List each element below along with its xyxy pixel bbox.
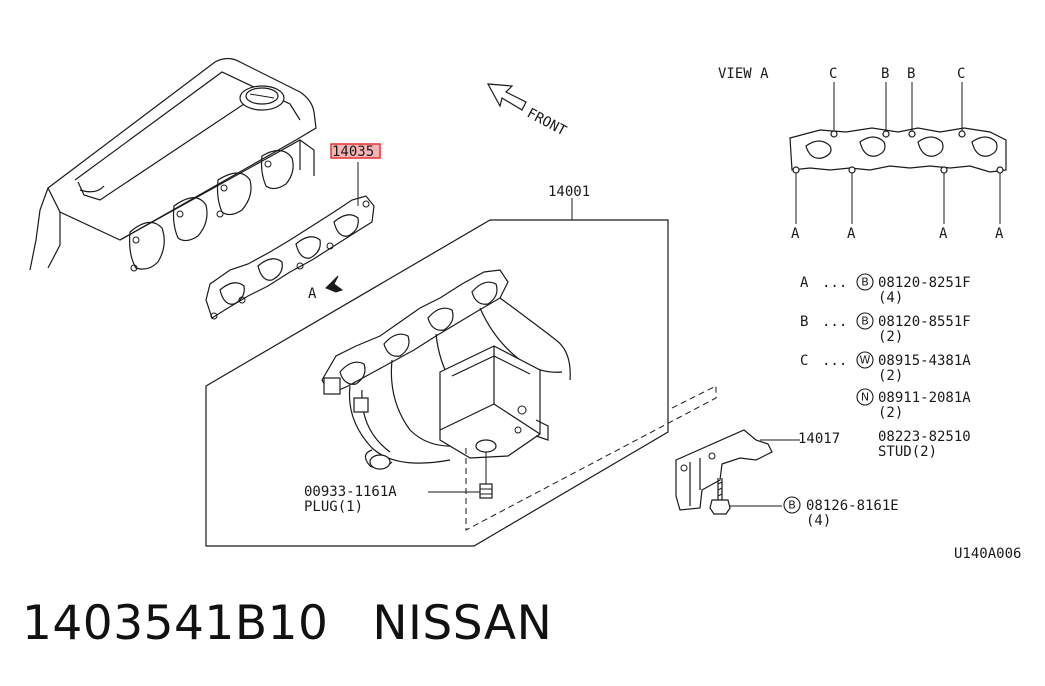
manifold-frame xyxy=(205,198,669,547)
gasket-drawing xyxy=(205,162,375,320)
legend-part-3[interactable]: 08911-2081A xyxy=(878,390,971,406)
engine-head-drawing xyxy=(29,57,317,272)
gasket-part-label[interactable]: 14035 xyxy=(332,144,374,160)
legend-dots-0: ... xyxy=(822,275,847,291)
legend-qty-1: (2) xyxy=(878,329,903,345)
manifold-part-label[interactable]: 14001 xyxy=(548,184,590,200)
stud-part-label[interactable]: 08223-82510 xyxy=(878,429,971,445)
view-a-top-label-2: B xyxy=(907,66,915,82)
view-a-top-markers xyxy=(830,82,966,138)
bolt-qty-label: (4) xyxy=(806,513,831,529)
view-a-title: VIEW A xyxy=(718,66,769,82)
legend-qty-2: (2) xyxy=(878,368,903,384)
bolt-symbol: B xyxy=(788,499,796,512)
brand-title: NISSAN xyxy=(372,596,553,651)
direction-arrow xyxy=(325,275,344,293)
legend-key-2: C xyxy=(800,353,808,369)
legend-symbol-0: B xyxy=(861,276,869,289)
plug-icon xyxy=(428,452,493,499)
legend-key-1: B xyxy=(800,314,808,330)
front-arrow-icon xyxy=(486,83,527,111)
legend-qty-0: (4) xyxy=(878,290,903,306)
legend-part-2[interactable]: 08915-4381A xyxy=(878,353,971,369)
bolt-part-label[interactable]: 08126-8161E xyxy=(806,498,899,514)
stud-qty-label: STUD(2) xyxy=(878,444,937,460)
legend-part-0[interactable]: 08120-8251F xyxy=(878,275,971,291)
view-a-bottom-markers xyxy=(792,166,1004,224)
view-a-bottom-label-0: A xyxy=(791,226,800,242)
intake-manifold-drawing xyxy=(321,269,571,470)
footer: 1403541B10 NISSAN xyxy=(22,596,552,651)
front-label: FRONT xyxy=(524,105,569,139)
legend-symbol-2: W xyxy=(860,354,871,367)
bracket-dashed-leader xyxy=(465,385,717,531)
legend-symbol-3: N xyxy=(861,391,869,404)
bracket-drawing xyxy=(675,429,800,511)
plug-part-label[interactable]: 00933-1161A xyxy=(304,484,397,500)
plug-qty-label: PLUG(1) xyxy=(304,499,363,515)
legend-part-1[interactable]: 08120-8551F xyxy=(878,314,971,330)
view-a-top-label-3: C xyxy=(957,66,965,82)
parts-diagram: 14035 A FRONT 14001 xyxy=(29,57,1021,562)
figure-code: U140A006 xyxy=(954,546,1021,562)
view-a-bottom-label-2: A xyxy=(939,226,948,242)
view-a-gasket xyxy=(789,127,1007,173)
legend-qty-3: (2) xyxy=(878,405,903,421)
bolt-icon xyxy=(709,478,782,515)
direction-label-a: A xyxy=(308,286,317,302)
gasket-part-highlight xyxy=(330,143,381,159)
view-a-bottom-label-3: A xyxy=(995,226,1004,242)
view-a-top-label-1: B xyxy=(881,66,889,82)
view-a-top-label-0: C xyxy=(829,66,837,82)
legend-dots-2: ... xyxy=(822,353,847,369)
part-number-title: 1403541B10 xyxy=(22,596,329,651)
legend-symbol-1: B xyxy=(861,315,869,328)
bracket-part-label[interactable]: 14017 xyxy=(798,431,840,447)
legend-key-0: A xyxy=(800,275,809,291)
legend: A ... B 08120-8251F (4) B ... B 08120-85… xyxy=(800,273,971,460)
view-a-bottom-label-1: A xyxy=(847,226,856,242)
legend-dots-1: ... xyxy=(822,314,847,330)
